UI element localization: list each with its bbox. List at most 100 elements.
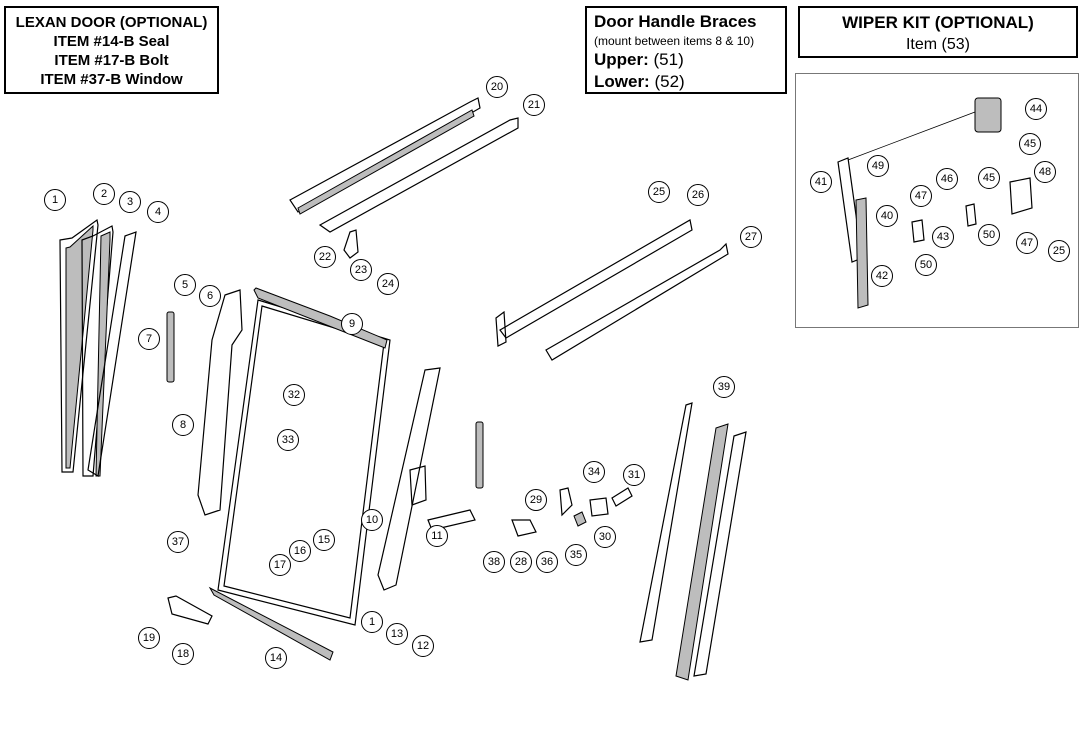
- callout-circle: [289, 540, 311, 562]
- callout-item-31: 31: [623, 464, 645, 486]
- callout-item-18: 18: [172, 643, 194, 665]
- callout-item-2: 2: [93, 183, 115, 205]
- callout-circle: [1025, 98, 1047, 120]
- callout-circle: [713, 376, 735, 398]
- callout-number: 30: [599, 531, 611, 543]
- handle-31: [611, 487, 633, 507]
- callout-number: 28: [515, 556, 527, 568]
- top-seal-9: [253, 287, 388, 349]
- callout-circle: [510, 551, 532, 573]
- callout-number: 19: [143, 632, 155, 644]
- callout-number: 3: [127, 196, 133, 208]
- callout-circle: [915, 254, 937, 276]
- spring-35: [573, 511, 587, 527]
- callout-item-36: 36: [536, 551, 558, 573]
- callout-number: 4: [155, 206, 161, 218]
- callout-circle: [594, 526, 616, 548]
- callout-circle: [361, 611, 383, 633]
- callout-item-47: 47: [910, 185, 932, 207]
- callout-circle: [93, 183, 115, 205]
- callout-circle: [1034, 161, 1056, 183]
- seal-strip-3: [81, 225, 114, 477]
- wiper-subtitle: Item (53): [905, 36, 970, 53]
- callout-number: 21: [528, 99, 540, 111]
- callout-item-48: 48: [1034, 161, 1056, 183]
- right-seal-39b: [675, 423, 729, 681]
- callout-item-46: 46: [936, 168, 958, 190]
- callout-item-22: 22: [314, 246, 336, 268]
- callout-number: 14: [270, 652, 282, 664]
- lexan-door-note: LEXAN DOOR (OPTIONAL) ITEM #14-B Seal IT…: [4, 6, 219, 94]
- callout-number: 46: [941, 173, 953, 185]
- callout-number: 9: [349, 318, 355, 330]
- callout-item-6: 6: [199, 285, 221, 307]
- callout-item-37: 37: [167, 531, 189, 553]
- callout-circle: [283, 384, 305, 406]
- callout-number: 44: [1030, 103, 1042, 115]
- callout-item-35: 35: [565, 544, 587, 566]
- door-window-37-inner: [223, 305, 385, 619]
- callout-circle: [978, 224, 1000, 246]
- callout-item-15: 15: [313, 529, 335, 551]
- callout-number: 50: [983, 229, 995, 241]
- seal-strip-2: [59, 218, 99, 473]
- callout-circle: [810, 171, 832, 193]
- wiper-blade-42: [855, 197, 869, 309]
- callout-circle: [147, 201, 169, 223]
- callout-circle: [978, 167, 1000, 189]
- callout-item-43: 43: [932, 226, 954, 248]
- callout-circle: [361, 509, 383, 531]
- callout-item-39: 39: [713, 376, 735, 398]
- callout-item-45: 45: [978, 167, 1000, 189]
- lexan-line-4: ITEM #37-B Window: [40, 71, 183, 88]
- callout-number: 41: [815, 176, 827, 188]
- right-seal-39c: [693, 431, 747, 677]
- callout-number: 18: [177, 648, 189, 660]
- callout-number: 23: [355, 264, 367, 276]
- callout-item-25: 25: [1048, 240, 1070, 262]
- callout-circle: [377, 273, 399, 295]
- callout-number: 6: [207, 290, 213, 302]
- callout-number: 47: [915, 190, 927, 202]
- callout-item-27: 27: [740, 226, 762, 248]
- callout-circle: [1019, 133, 1041, 155]
- callout-item-4: 4: [147, 201, 169, 223]
- callout-circle: [687, 184, 709, 206]
- callout-circle: [119, 191, 141, 213]
- callout-number: 48: [1039, 166, 1051, 178]
- lexan-line-1: LEXAN DOOR (OPTIONAL): [15, 14, 208, 31]
- callout-circle: [740, 226, 762, 248]
- callout-item-1: 1: [44, 189, 66, 211]
- hinge-arm-8: [197, 289, 243, 516]
- bracket-50-right: [965, 203, 977, 227]
- callout-circle: [583, 461, 605, 483]
- callout-circle: [44, 189, 66, 211]
- callout-number: 8: [180, 419, 186, 431]
- rail-26-bracket: [495, 310, 507, 347]
- callout-number: 20: [491, 81, 503, 93]
- rail-26: [499, 219, 693, 339]
- callout-item-28: 28: [510, 551, 532, 573]
- callout-circle: [199, 285, 221, 307]
- callout-number: 13: [391, 628, 403, 640]
- callout-number: 1: [369, 616, 375, 628]
- callout-number: 45: [983, 172, 995, 184]
- callout-item-16: 16: [289, 540, 311, 562]
- seal-strip-3-channel: [95, 231, 111, 477]
- callout-item-7: 7: [138, 328, 160, 350]
- callout-number: 43: [937, 231, 949, 243]
- callout-number: 32: [288, 389, 300, 401]
- callout-number: 40: [881, 210, 893, 222]
- callout-circle: [932, 226, 954, 248]
- callout-circle: [350, 259, 372, 281]
- callout-item-34: 34: [583, 461, 605, 483]
- callout-item-25: 25: [648, 181, 670, 203]
- callout-circle: [341, 313, 363, 335]
- callout-item-5: 5: [174, 274, 196, 296]
- callout-item-10: 10: [361, 509, 383, 531]
- callout-number: 12: [417, 640, 429, 652]
- callout-circle: [386, 623, 408, 645]
- callout-item-9: 9: [341, 313, 363, 335]
- upper-label: Upper:: [594, 50, 649, 69]
